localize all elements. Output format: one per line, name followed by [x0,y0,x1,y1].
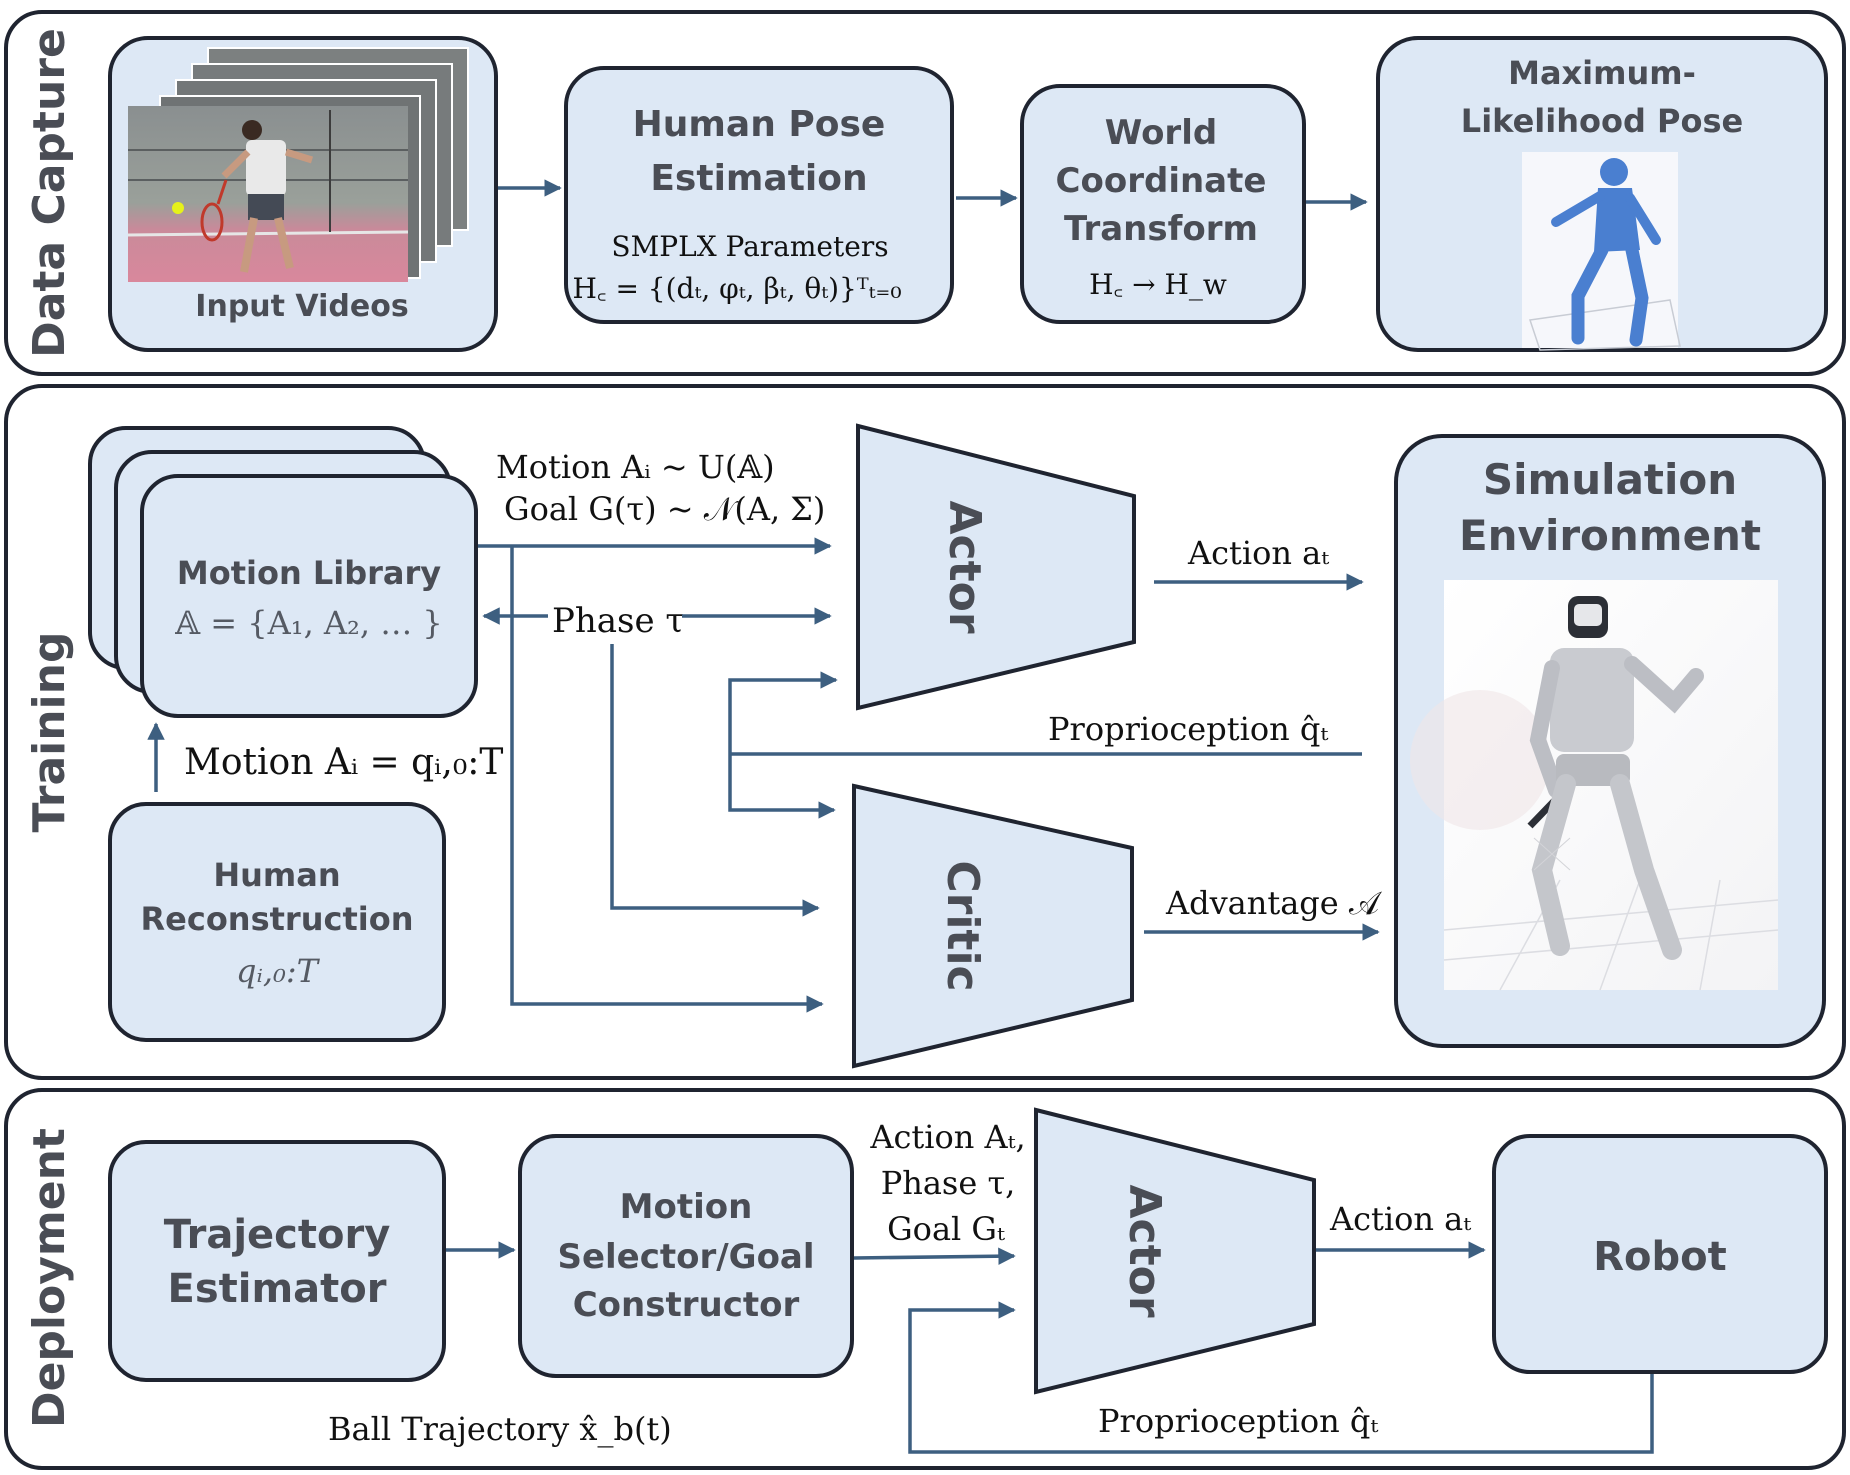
world-title-line-2: Coordinate [1056,161,1267,201]
advantage-label: Advantage 𝒜 [1165,884,1383,922]
world-coordinate-transform-box [1020,84,1306,324]
critic-label: Critic [937,860,988,991]
input-videos-label: Input Videos [195,289,408,324]
reconstruction-title-line-1: Human [213,856,340,894]
world-title-line-1: World [1105,113,1217,153]
motion-library-formula: 𝔸 = {A₁, A₂, … } [174,604,442,642]
human-pose-estimation-box [564,66,954,324]
motion-sample-label: Motion Aᵢ ~ U(𝔸) [496,448,775,486]
simulation-title-line-2: Environment [1459,511,1761,560]
arrow-robot-proprio-feedback [908,1301,1654,1454]
trajectory-estimator-box [108,1140,446,1382]
action-label-deployment: Action aₜ [1329,1200,1471,1238]
critic-network [852,783,1134,1069]
human-reconstruction-box [108,802,446,1042]
smplx-params-label: SMPLX Parameters [611,230,888,263]
motion-library-title: Motion Library [177,554,441,592]
deployment-panel [4,1088,1846,1470]
pose-title-line-1: Human Pose [633,104,886,145]
front-video-frame [127,106,409,282]
arrow-proprio-to-actor [728,671,838,754]
ball-trajectory-label: Ball Trajectory x̂_b(t) [328,1410,672,1448]
trajectory-title-line-2: Estimator [168,1266,387,1312]
actor-network-training [856,423,1136,711]
phase-label: Phase τ [552,601,684,641]
actor-network-deployment [1034,1107,1316,1395]
world-formula: H꜀ → H_w [1089,268,1227,301]
actor-label-deployment: Actor [1119,1184,1170,1317]
section-label-data-capture: Data Capture [24,28,75,358]
robot-box [1492,1134,1828,1374]
arrow-phase-to-critic [610,644,820,917]
action-label-training: Action aₜ [1187,534,1329,572]
proprioception-label-deployment: Proprioception q̂ₜ [1098,1402,1378,1440]
motion-library-stack [88,426,478,718]
arrow-selector-to-actor [853,1247,1016,1265]
actor-label-training: Actor [939,500,990,633]
reconstruction-formula: qᵢ,₀:T [236,952,321,990]
motion-definition-label: Motion Aᵢ = qᵢ,₀:T [184,742,503,783]
deploy-input-line-3: Goal Gₜ [887,1210,1005,1248]
section-label-training: Training [24,632,75,833]
reconstruction-title-line-2: Reconstruction [141,900,414,938]
ml-title-line-2: Likelihood Pose [1461,102,1743,140]
pose-title-line-2: Estimation [650,158,867,199]
section-label-deployment: Deployment [24,1128,75,1428]
goal-sample-label: Goal G(τ) ~ 𝒩(A, Σ) [504,490,825,528]
selector-title-line-2: Selector/Goal [557,1237,814,1277]
input-video-frames [127,47,469,282]
smplx-formula: H꜀ = {(dₜ, φₜ, βₜ, θₜ)}ᵀₜ₌₀ [572,272,901,305]
motion-selector-box [518,1134,854,1378]
robot-label: Robot [1593,1234,1727,1280]
selector-title-line-1: Motion [620,1187,753,1227]
deploy-input-line-2: Phase τ, [881,1164,1016,1202]
deploy-input-line-1: Action Aₜ, [869,1118,1025,1156]
motion-library-box [140,474,478,718]
ml-title-line-1: Maximum- [1508,54,1696,92]
selector-title-line-3: Constructor [573,1285,800,1325]
world-title-line-3: Transform [1064,209,1258,249]
simulation-title-line-1: Simulation [1483,455,1737,504]
arrow-proprio-to-critic [728,754,836,819]
proprioception-label-training: Proprioception q̂ₜ [1048,710,1328,748]
trajectory-title-line-1: Trajectory [164,1212,391,1258]
arrow-library-to-critic [510,546,824,1013]
smplx-body-render [1522,152,1681,351]
humanoid-robot-render [1410,580,1779,991]
